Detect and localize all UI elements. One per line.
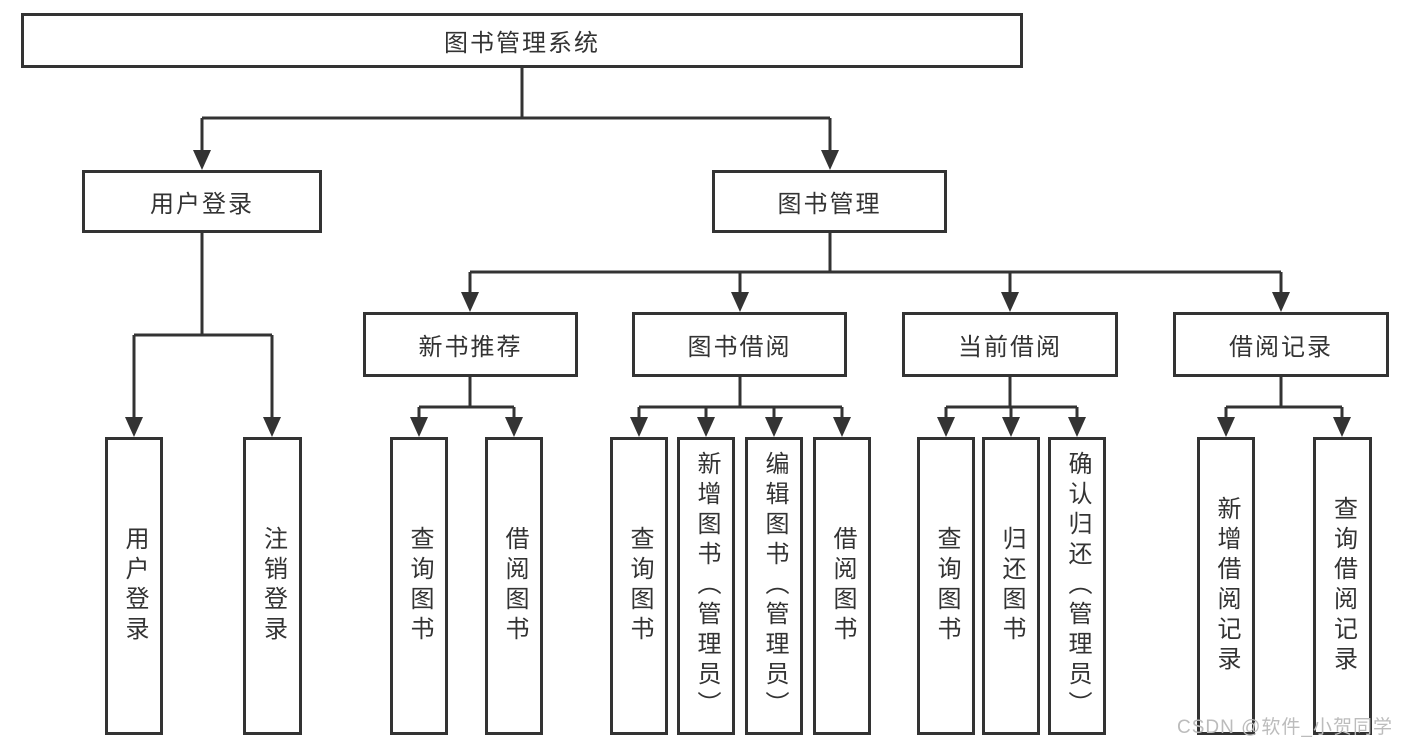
connector-lines — [132, 68, 1344, 419]
node-book-management-label: 图书管理 — [777, 191, 882, 218]
node-new-book-recommendation: 新书推荐 — [363, 312, 578, 377]
node-leaf-add-book-admin-label: 新增图书（管理员） — [693, 451, 720, 721]
node-leaf-borrow-books-recommend: 借阅图书 — [485, 437, 543, 735]
node-leaf-add-borrow-record-label: 新增借阅记录 — [1213, 496, 1240, 676]
arrowhead-icon — [1272, 292, 1290, 312]
node-leaf-query-borrow-record: 查询借阅记录 — [1313, 437, 1372, 735]
node-leaf-query-books-recommend-label: 查询图书 — [406, 526, 433, 646]
node-leaf-logout: 注销登录 — [243, 437, 302, 735]
arrowhead-icon — [765, 417, 783, 437]
node-leaf-return-book-label: 归还图书 — [998, 526, 1025, 646]
node-leaf-borrow-books-borrowing: 借阅图书 — [813, 437, 871, 735]
node-leaf-confirm-return-admin-label: 确认归还（管理员） — [1064, 451, 1091, 721]
arrowhead-icon — [461, 292, 479, 312]
arrowhead-icon — [697, 417, 715, 437]
arrowhead-icon — [1001, 292, 1019, 312]
node-leaf-query-books-borrowing: 查询图书 — [610, 437, 668, 735]
node-leaf-query-books-current: 查询图书 — [917, 437, 975, 735]
node-leaf-edit-book-admin: 编辑图书（管理员） — [745, 437, 803, 735]
node-borrowing-records: 借阅记录 — [1173, 312, 1389, 377]
arrowhead-icon — [1333, 417, 1351, 437]
arrowhead-icon — [630, 417, 648, 437]
node-leaf-confirm-return-admin: 确认归还（管理员） — [1048, 437, 1106, 735]
arrowhead-icon — [731, 292, 749, 312]
node-library-management-system: 图书管理系统 — [21, 13, 1023, 68]
node-leaf-borrow-books-recommend-label: 借阅图书 — [501, 526, 528, 646]
node-leaf-add-book-admin: 新增图书（管理员） — [677, 437, 735, 735]
node-leaf-add-borrow-record: 新增借阅记录 — [1197, 437, 1255, 735]
arrowheads-group — [125, 150, 1351, 437]
watermark-text: CSDN @软件_小贺同学 — [1177, 717, 1393, 738]
node-leaf-logout-label: 注销登录 — [259, 526, 287, 646]
arrowhead-icon — [1002, 417, 1020, 437]
arrowhead-icon — [821, 150, 839, 170]
node-leaf-query-books-recommend: 查询图书 — [390, 437, 448, 735]
arrowhead-icon — [263, 417, 281, 437]
arrowhead-icon — [410, 417, 428, 437]
node-user-login-label: 用户登录 — [150, 191, 254, 218]
arrowhead-icon — [833, 417, 851, 437]
arrowhead-icon — [1068, 417, 1086, 437]
node-leaf-query-books-borrowing-label: 查询图书 — [626, 526, 653, 646]
node-book-borrowing-label: 图书借阅 — [687, 334, 792, 361]
node-book-management: 图书管理 — [712, 170, 947, 233]
arrowhead-icon — [193, 150, 211, 170]
node-leaf-user-login-label: 用户登录 — [121, 526, 148, 646]
arrowhead-icon — [1217, 417, 1235, 437]
node-leaf-user-login: 用户登录 — [105, 437, 163, 735]
arrowhead-icon — [937, 417, 955, 437]
arrowhead-icon — [125, 417, 143, 437]
node-borrowing-records-label: 借阅记录 — [1229, 334, 1333, 361]
node-current-borrowing: 当前借阅 — [902, 312, 1118, 377]
node-leaf-return-book: 归还图书 — [982, 437, 1040, 735]
node-book-borrowing: 图书借阅 — [632, 312, 847, 377]
node-user-login: 用户登录 — [82, 170, 322, 233]
node-leaf-edit-book-admin-label: 编辑图书（管理员） — [761, 451, 788, 721]
node-leaf-borrow-books-borrowing-label: 借阅图书 — [829, 526, 856, 646]
node-current-borrowing-label: 当前借阅 — [958, 334, 1062, 361]
node-leaf-query-borrow-record-label: 查询借阅记录 — [1329, 496, 1357, 676]
arrowhead-icon — [505, 417, 523, 437]
node-leaf-query-books-current-label: 查询图书 — [933, 526, 960, 646]
node-library-management-system-label: 图书管理系统 — [444, 30, 600, 57]
node-new-book-recommendation-label: 新书推荐 — [418, 334, 523, 361]
